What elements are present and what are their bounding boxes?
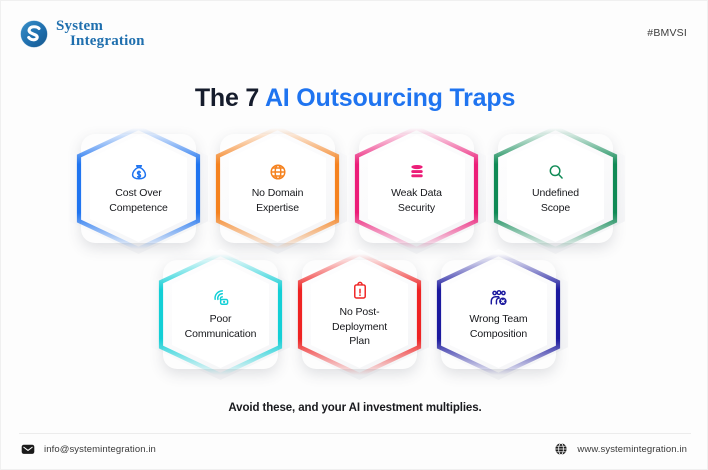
trap-card-label: Cost Over Competence [109,187,168,214]
broadcast-signal-icon [213,290,228,306]
trap-card-content: No Domain Expertise [208,123,347,254]
traps-row-bottom: Poor Communication No Post- Deployment Pl… [151,249,568,380]
trap-card-3[interactable]: Weak Data Security [347,123,486,254]
trap-card-7[interactable]: Wrong Team Composition [429,249,568,380]
trap-card-6[interactable]: No Post- Deployment Plan [290,249,429,380]
trap-card-hexagon [354,125,479,252]
trap-card-label: No Domain Expertise [251,187,304,214]
brand-logo-line2: Integration [70,33,145,50]
trap-card-label: Weak Data Security [391,187,442,214]
page-title-lead: The 7 [194,83,265,112]
footer-website-text: www.systemintegration.in [577,443,687,455]
footer-email[interactable]: info@systemintegration.in [21,442,156,456]
brand-logo: System Integration [19,18,145,50]
trap-card-1[interactable]: Cost Over Competence [69,123,208,254]
header: System Integration #BMVSI [1,1,707,63]
trap-card-content: Wrong Team Composition [429,249,568,380]
globe-icon [269,164,286,180]
trap-card-label: Wrong Team Composition [469,313,528,340]
trap-card-label: Undefined Scope [532,187,579,214]
footer-email-text: info@systemintegration.in [44,443,156,455]
campaign-hashtag: #BMVSI [647,27,687,39]
trap-card-hexagon [158,251,283,378]
trap-card-hexagon [215,125,340,252]
trap-card-5[interactable]: Poor Communication [151,249,290,380]
page-title-accent: AI Outsourcing Traps [264,83,516,112]
money-bag-icon [131,165,146,180]
brand-logo-line1: System [56,18,104,34]
trap-card-content: Cost Over Competence [69,123,208,254]
clipboard-alert-icon [353,281,366,299]
trap-card-4[interactable]: Undefined Scope [486,123,625,254]
trap-card-label: No Post- Deployment Plan [331,305,388,348]
team-remove-icon [490,290,507,306]
brand-logo-text: System Integration [56,18,145,50]
trap-card-hexagon [493,125,618,252]
globe-icon [555,443,568,455]
footer-website[interactable]: www.systemintegration.in [554,442,687,456]
trap-card-content: Weak Data Security [347,123,486,254]
tagline: Avoid these, and your AI investment mult… [228,402,482,414]
trap-card-hexagon [436,251,561,378]
page-title: The 7 AI Outsourcing Traps [1,83,707,113]
trap-card-label: Poor Communication [184,313,257,340]
trap-card-content: Undefined Scope [486,123,625,254]
magnifier-search-icon [549,165,563,179]
database-stack-icon [410,165,423,178]
envelope-icon [21,444,35,454]
system-integration-s-logo-icon [20,20,48,49]
trap-card-content: No Post- Deployment Plan [290,249,429,380]
trap-card-content: Poor Communication [151,249,290,380]
trap-card-hexagon [76,125,201,252]
trap-card-2[interactable]: No Domain Expertise [208,123,347,254]
trap-card-hexagon [297,251,422,378]
traps-row-top: Cost Over Competence No Domain Expertise W… [69,123,625,254]
footer-divider [19,433,691,434]
